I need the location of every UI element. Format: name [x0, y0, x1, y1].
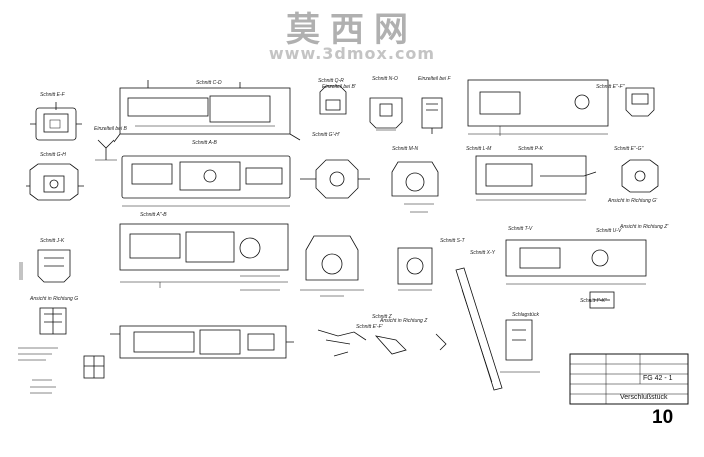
- view-label: Schnitt J-K: [40, 238, 65, 244]
- view-label: Schnitt S-T: [440, 238, 465, 244]
- schlagstueck-view: [500, 319, 540, 373]
- front-view-small: [83, 355, 105, 379]
- bolt-view-a-b: [121, 155, 291, 207]
- view-label: Einzelteil bei B: [94, 126, 127, 132]
- section-g-prime-view: [374, 333, 447, 355]
- view-label: Einzelteil bei F: [418, 76, 451, 82]
- view-label: Ansicht in Richtung G': [608, 198, 658, 204]
- view-label: Schnitt E'-F': [356, 324, 383, 330]
- view-label: Schnitt Q-R: [318, 78, 344, 84]
- view-label: Schnitt N-O: [372, 76, 398, 82]
- view-label: Schnitt M-N: [392, 146, 419, 152]
- section-e-f-prime-view: [317, 329, 367, 357]
- section-a-b-small: [319, 85, 347, 115]
- einzelteil-b-view: [95, 139, 117, 161]
- view-label: Schnitt A-B: [192, 140, 217, 146]
- view-label: Schnitt E''-F'': [596, 84, 625, 90]
- bolt-view-right-lower: [505, 239, 647, 285]
- bolt-view-bottom: [110, 325, 294, 359]
- watermark-chinese: 莫西网: [286, 10, 418, 50]
- watermark-url: www.3dmox.com: [268, 44, 436, 63]
- view-label: Schnitt G'-H': [312, 132, 340, 138]
- section-right-mid-small: [621, 159, 659, 193]
- section-m-n-view: [300, 159, 370, 199]
- view-label: Einzelteil bei B': [322, 84, 356, 90]
- einzelteil-f-view: [421, 97, 443, 134]
- bolt-view-p-r: [475, 155, 597, 201]
- view-label: Schnitt Z: [372, 314, 392, 320]
- view-label: Schnitt I''-K'': [580, 298, 607, 304]
- section-j-k-view: [19, 249, 71, 283]
- section-e-f-view: [30, 102, 82, 141]
- view-label: Ansicht in Richtung Z': [620, 224, 669, 230]
- view-label: Schnitt L-M: [466, 146, 492, 152]
- section-n-o-view: [369, 97, 403, 131]
- bolt-view-p-26: [119, 223, 289, 291]
- view-label: Schnitt T-V: [508, 226, 533, 232]
- section-center-large: [300, 235, 364, 297]
- view-label: Ansicht in Richtung G: [30, 296, 79, 302]
- title-block-frame: [569, 353, 689, 405]
- view-label: Schnitt X-Y: [470, 250, 496, 256]
- view-label: Schnitt E-F: [40, 92, 65, 98]
- section-g-h-view: [26, 163, 84, 201]
- view-label: Schnitt E''-G'': [614, 146, 644, 152]
- section-l-m-view: [391, 161, 439, 213]
- title-block-part-name: Verschlußstück: [620, 394, 668, 401]
- small-right-part: [589, 291, 615, 309]
- long-inclined-part: [455, 267, 503, 391]
- page-number: 10: [652, 407, 674, 428]
- bolt-view-top-right: [467, 79, 609, 136]
- small-notes-left: [18, 347, 58, 394]
- view-label: Ansicht in Richtung Z: [380, 318, 428, 324]
- view-label: Schlagstück: [512, 312, 539, 318]
- view-label: Schnitt U-V: [596, 228, 622, 234]
- view-label: Schnitt C-D: [196, 80, 222, 86]
- section-top-right-small: [625, 87, 655, 117]
- section-g-view: [397, 247, 433, 291]
- ansicht-g-view: [39, 307, 67, 335]
- view-label: Schnitt A"-B: [140, 212, 167, 218]
- title-block-drawing-number: FG 42 - 1: [643, 375, 673, 382]
- view-label: Schnitt G-H: [40, 152, 66, 158]
- view-label: Schnitt P-K: [518, 146, 544, 152]
- bolt-view-c-d: [113, 80, 301, 143]
